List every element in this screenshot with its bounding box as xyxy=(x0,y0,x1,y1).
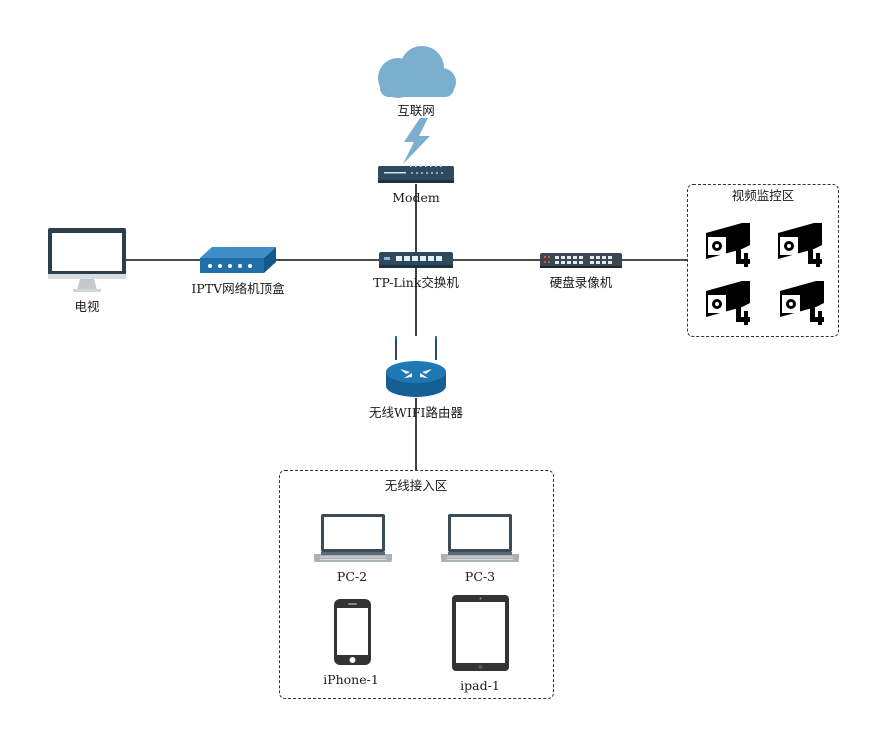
switch-label: TP-Link交换机 xyxy=(373,275,459,290)
phone-icon xyxy=(334,599,371,665)
connections xyxy=(126,184,688,470)
camera-icon xyxy=(706,223,750,267)
camera-icon xyxy=(706,281,750,325)
router-label: 无线WIFI路由器 xyxy=(369,405,463,420)
nvr-icon xyxy=(540,253,622,268)
router-icon xyxy=(386,336,446,397)
modem-icon xyxy=(378,164,454,183)
laptop-icon xyxy=(314,514,392,562)
camera-icon xyxy=(780,281,824,325)
laptop-icon xyxy=(441,514,519,562)
lightning-icon xyxy=(403,118,430,164)
device-label-iphone-1: iPhone-1 xyxy=(323,672,379,687)
camera-icon xyxy=(778,223,822,267)
device-label-pc-2: PC-2 xyxy=(336,569,368,584)
cloud-icon xyxy=(378,46,456,98)
wireless-zone xyxy=(279,470,554,699)
device-label-pc-3: PC-3 xyxy=(464,569,496,584)
monitor-icon xyxy=(48,228,126,292)
nvr-label: 硬盘录像机 xyxy=(549,275,613,290)
surveillance-zone xyxy=(687,184,839,337)
tv-label: 电视 xyxy=(74,299,100,314)
device-label-ipad-1: ipad-1 xyxy=(460,678,500,693)
camera-group xyxy=(706,223,824,325)
iptv-label: IPTV网络机顶盒 xyxy=(191,281,285,296)
set-top-box-icon xyxy=(200,247,276,273)
wireless-zone-title: 无线接入区 xyxy=(384,478,448,493)
surveillance-zone-title: 视频监控区 xyxy=(731,188,795,203)
internet-label: 互联网 xyxy=(397,103,435,118)
tablet-icon xyxy=(452,595,509,671)
modem-label: Modem xyxy=(392,190,440,205)
switch-icon xyxy=(379,252,453,268)
